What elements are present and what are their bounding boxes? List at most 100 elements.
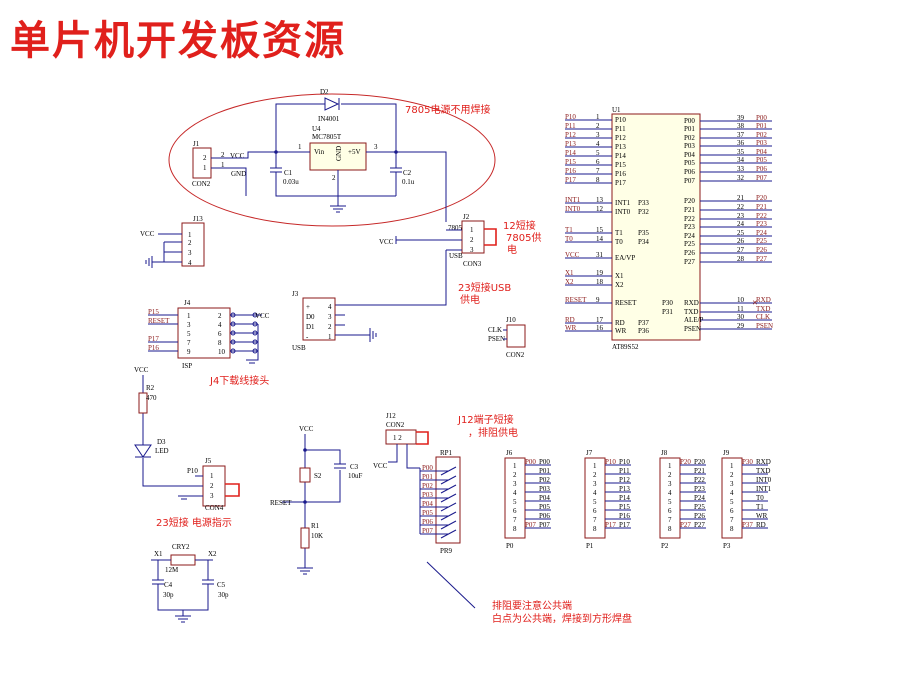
u1-right-net: P26 (756, 246, 767, 254)
u1-left-pin-alt: P32 (638, 208, 649, 216)
note-23-b: 供电 (460, 293, 480, 306)
c2-ref: C2 (403, 169, 412, 177)
no-connect-mark: ✕ (752, 299, 758, 307)
rp1-resistor-stroke (440, 529, 457, 539)
rp1-net: P06 (422, 518, 433, 526)
u1-left-net: P15 (565, 158, 576, 166)
u1-left-pin: T1 (615, 229, 623, 237)
u1-left-pin-alt: P33 (638, 199, 649, 207)
header-pin-num: 2 (730, 471, 734, 479)
header-pin-num: 1 (668, 462, 672, 470)
u1-right-pin: P01 (684, 125, 695, 133)
u1-right-num: 30 (737, 313, 745, 321)
header-pin-label: TXD (756, 467, 770, 475)
j1-gnd-label: GND (231, 170, 246, 178)
j4-pad (252, 312, 258, 318)
u1-right-net: RXD (756, 296, 771, 304)
j4-ref: J4 (184, 299, 191, 307)
j2-net-7805: 7805 (448, 224, 463, 232)
u1-right-pin: P04 (684, 151, 695, 159)
u1-ref: U1 (612, 106, 621, 114)
u1-left-pin: P15 (615, 161, 626, 169)
u1-left-num: 7 (596, 167, 600, 175)
u4-regulator (309, 142, 367, 171)
wire-usb-vcc (335, 250, 447, 306)
reset-net: RESET (270, 499, 292, 507)
j2-connector (461, 220, 485, 254)
header-pin-label: INT1 (756, 485, 772, 493)
u1-right-pin: ALE/P (684, 316, 704, 324)
u1-left-num: 5 (596, 149, 600, 157)
header-net: P20 (680, 458, 691, 466)
c3-value: 10uF (348, 472, 363, 480)
header-pin-label: T0 (756, 494, 764, 502)
u1-right-pin: P06 (684, 168, 695, 176)
note-j5: 23短接 电源指示 (156, 516, 232, 529)
u1-right-pin: P00 (684, 117, 695, 125)
u1-right-net: PSEN (756, 322, 773, 330)
rp1-resistor-stroke (440, 520, 457, 530)
junction-dot (303, 500, 307, 504)
u1-left-pin: EA/VP (615, 254, 635, 262)
u1-right-pin: P05 (684, 159, 695, 167)
u1-right-num: 34 (737, 156, 745, 164)
j3-pin-num: 1 (328, 333, 332, 341)
u1-right-pin: P27 (684, 258, 695, 266)
j2-ref: J2 (463, 213, 470, 221)
u1-right-pin-alt: P30 (662, 299, 673, 307)
j10-value: CON2 (506, 351, 525, 359)
header-pin-num: 5 (593, 498, 597, 506)
u1-right-pin: P26 (684, 249, 695, 257)
rp1-net: P00 (422, 464, 433, 472)
j5-pin1: 1 (210, 472, 214, 480)
header-pin-num: 6 (593, 507, 597, 515)
d2-ref: D2 (320, 88, 329, 96)
u1-left-net: P12 (565, 131, 576, 139)
u1-right-net: TXD (756, 305, 770, 313)
u1-right-num: 36 (737, 139, 745, 147)
u1-left-pin: P14 (615, 152, 626, 160)
j1-value: CON2 (192, 180, 211, 188)
j4-pad (230, 330, 236, 336)
header-pin-label: P00 (539, 458, 550, 466)
j1-ref: J1 (193, 140, 200, 148)
u1-right-pin: PSEN (684, 325, 701, 333)
u1-right-num: 11 (737, 305, 744, 313)
j1-vcc-label: VCC (230, 152, 245, 160)
j4-pad (252, 321, 258, 327)
led-vcc: VCC (134, 366, 149, 374)
header-pin-num: 7 (668, 516, 672, 524)
u1-left-pin: RD (615, 319, 625, 327)
rp1-net: P05 (422, 509, 433, 517)
header-pin-num: 1 (730, 462, 734, 470)
ground-symbol (330, 205, 346, 213)
j2-pin2: 2 (470, 236, 474, 244)
u1-left-pin: P10 (615, 116, 626, 124)
u1-right-pin: P07 (684, 177, 695, 185)
header-net: P07 (525, 521, 536, 529)
header-pin-label: P22 (694, 476, 705, 484)
u1-left-pin-alt: P36 (638, 327, 649, 335)
header-pin-label: P27 (694, 521, 705, 529)
u1-right-net: P25 (756, 237, 767, 245)
u1-left-pin: P11 (615, 125, 626, 133)
xtal-x2: X2 (208, 550, 217, 558)
header-pin-num: 1 (513, 462, 517, 470)
u1-right-net: P24 (756, 229, 767, 237)
j3-pin-label: D1 (306, 323, 315, 331)
header-pin-label: INT0 (756, 476, 772, 484)
u1-left-num: 18 (596, 278, 604, 286)
u1-left-num: 17 (596, 316, 604, 324)
j4-pad (230, 339, 236, 345)
j12-vcc: VCC (373, 462, 388, 470)
j5-value: CON4 (205, 504, 224, 512)
u1-right-num: 37 (737, 131, 745, 139)
note-12-b: 7805供 (506, 231, 541, 244)
u1-left-net: INT1 (565, 196, 581, 204)
note-rp-b: 白点为公共端，焊接到方形焊盘 (492, 612, 632, 625)
wire-vcc-in (211, 151, 276, 159)
j4-pin-num: 9 (187, 348, 191, 356)
r1-resistor (300, 527, 310, 549)
u4-pin2: 2 (332, 174, 336, 182)
ground-symbol (145, 256, 153, 268)
